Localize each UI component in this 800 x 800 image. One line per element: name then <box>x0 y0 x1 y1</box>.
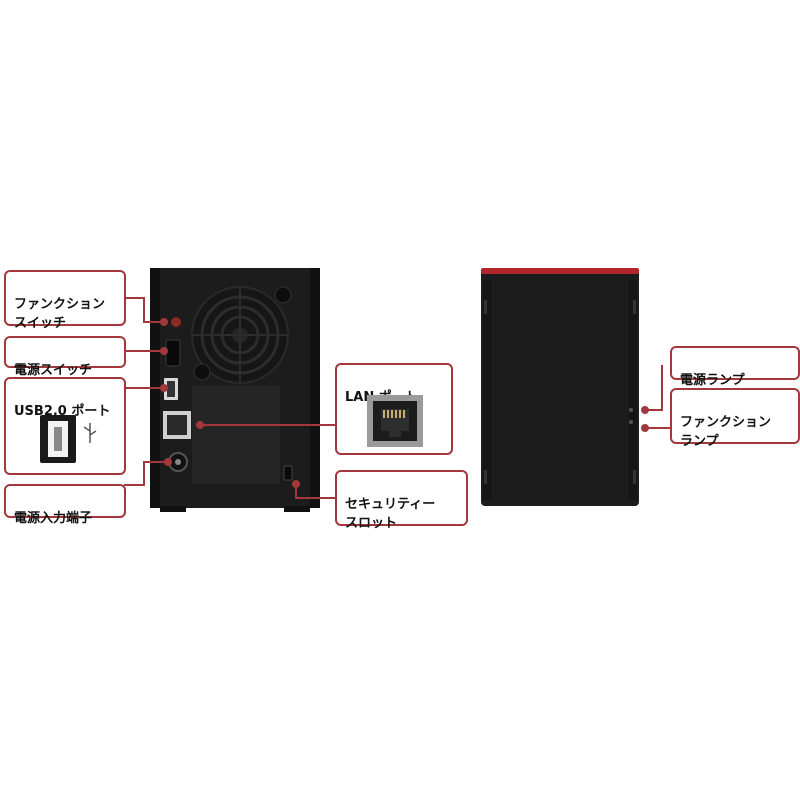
callout-power-lamp-text: 電源ランプ <box>680 373 745 388</box>
fan-grille <box>191 286 289 384</box>
callout-power-switch: 電源スイッチ <box>4 336 126 378</box>
power-lamp <box>629 408 633 412</box>
callout-power-input-text: 電源入力端子 <box>14 511 93 526</box>
lan-jack-icon <box>367 395 423 447</box>
callout-power-lamp: 電源ランプ <box>670 346 800 388</box>
callout-function-switch-text: ファンクション スイッチ <box>14 297 106 331</box>
function-switch <box>171 317 181 327</box>
security-slot <box>283 465 293 481</box>
rear-view <box>150 268 320 512</box>
function-lamp <box>629 420 633 424</box>
callout-function-switch: ファンクション スイッチ <box>4 270 126 331</box>
callout-function-lamp-text: ファンクション ランプ <box>680 415 772 449</box>
callout-power-input: 電源入力端子 <box>4 484 126 526</box>
callout-security-slot: セキュリティー スロット <box>335 470 468 531</box>
callout-power-switch-text: 電源スイッチ <box>14 363 93 378</box>
leader-dots <box>160 318 649 488</box>
callout-security-slot-text: セキュリティー スロット <box>345 497 436 531</box>
callout-function-lamp: ファンクション ランプ <box>670 388 800 449</box>
callout-usb-port: USB2.0 ポート <box>4 377 126 475</box>
usb-icon <box>40 415 97 463</box>
front-view <box>481 268 639 506</box>
leader-lines <box>124 297 672 499</box>
callout-lan-port: LAN ポート <box>335 363 453 455</box>
power-switch <box>165 339 181 367</box>
